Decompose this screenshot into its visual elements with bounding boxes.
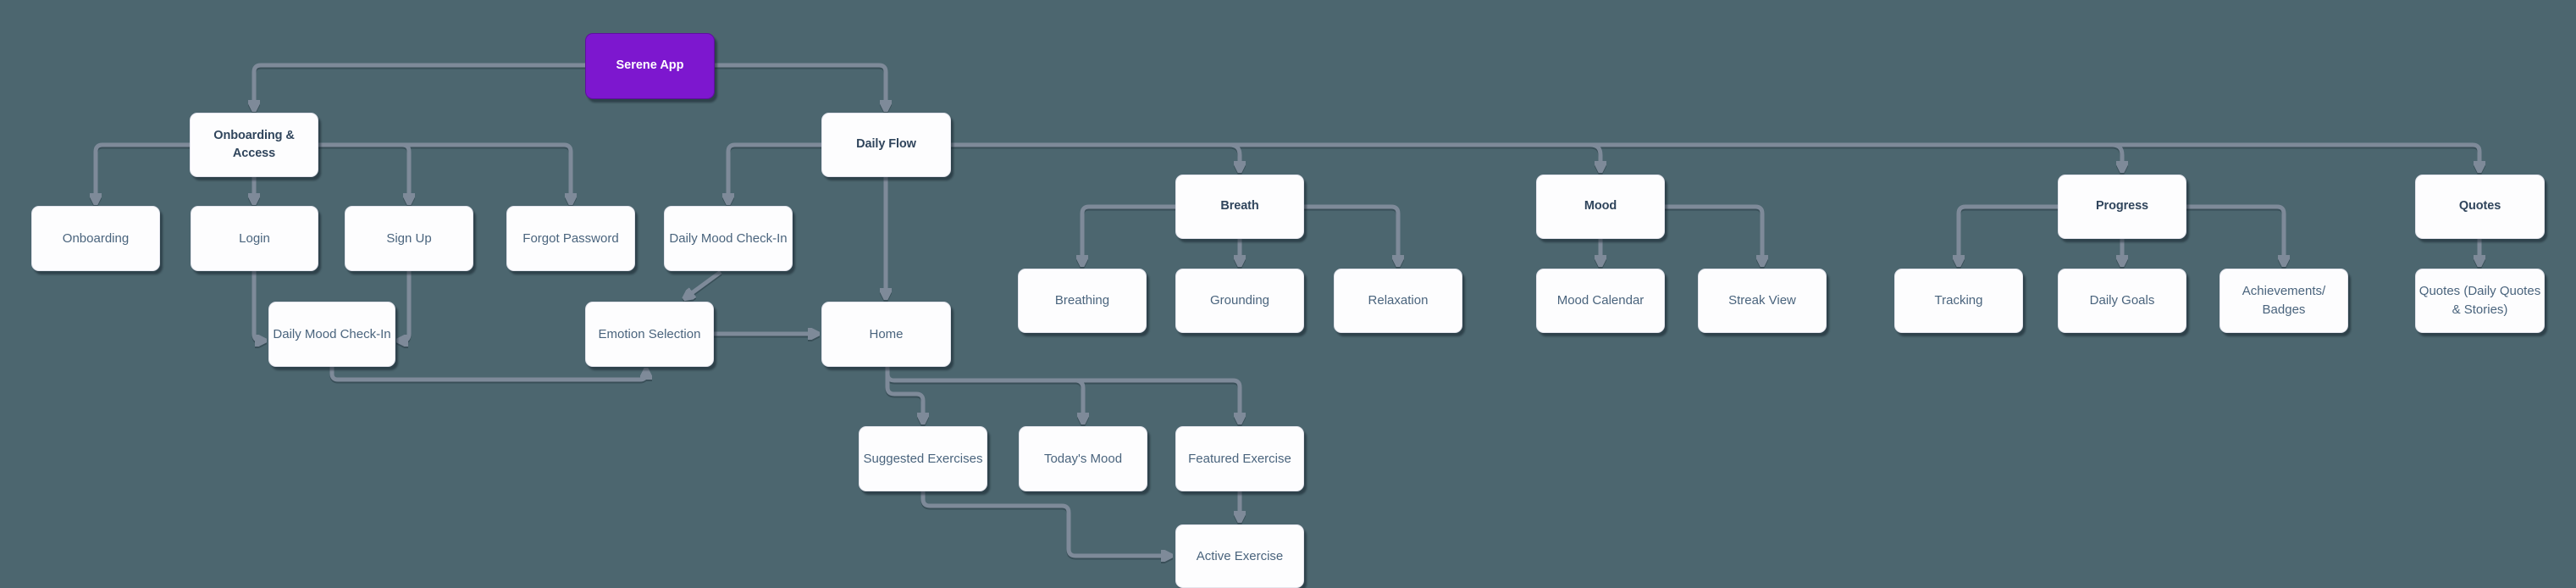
- node-quotes-daily: Quotes (Daily Quotes & Stories): [2415, 269, 2545, 333]
- edge-home--todays-mood: [1075, 378, 1083, 421]
- node-breath: Breath: [1175, 175, 1304, 239]
- node-login: Login: [191, 206, 318, 271]
- edge-onboarding-access--sign-up: [318, 142, 409, 202]
- edge-daily-flow--mood: [1589, 142, 1600, 169]
- node-mood: Mood: [1536, 175, 1665, 239]
- node-daily-mood-check-in-2: Daily Mood Check-In: [268, 302, 395, 367]
- edge-mood--streak-view: [1665, 204, 1762, 263]
- node-suggested-exercises: Suggested Exercises: [859, 426, 987, 491]
- edge-sign-up--daily-mood-check-in-2: [400, 271, 412, 341]
- node-progress: Progress: [2058, 175, 2186, 239]
- edge-home--suggested-exercises: [885, 367, 923, 421]
- node-active-exercise: Active Exercise: [1175, 524, 1304, 588]
- node-achievements-badges: Achievements/ Badges: [2219, 269, 2348, 333]
- node-daily-goals: Daily Goals: [2058, 269, 2186, 333]
- node-mood-calendar: Mood Calendar: [1536, 269, 1665, 333]
- node-todays-mood: Today's Mood: [1019, 426, 1147, 491]
- node-grounding: Grounding: [1175, 269, 1304, 333]
- node-forgot-password: Forgot Password: [506, 206, 635, 271]
- node-featured-exercise: Featured Exercise: [1175, 426, 1304, 491]
- edge-breath--breathing: [1082, 204, 1175, 263]
- node-streak-view: Streak View: [1698, 269, 1827, 333]
- edge-daily-mood-check-in-1--emotion-selection: [686, 269, 722, 297]
- node-daily-flow: Daily Flow: [821, 113, 951, 177]
- edge-progress--achievements-badges: [2186, 204, 2284, 263]
- edge-onboarding-access--forgot-password: [318, 142, 571, 202]
- edge-daily-flow--progress: [2111, 142, 2122, 169]
- node-sign-up: Sign Up: [345, 206, 473, 271]
- edge-home--featured-exercise: [885, 367, 1240, 421]
- node-relaxation: Relaxation: [1334, 269, 1462, 333]
- edge-daily-mood-check-in-2--emotion-selection: [329, 367, 646, 382]
- node-home: Home: [821, 302, 951, 367]
- node-onboarding: Onboarding: [31, 206, 160, 271]
- node-emotion-selection: Emotion Selection: [585, 302, 714, 367]
- edge-onboarding-access--onboarding: [96, 142, 190, 202]
- node-onboarding-access: Onboarding & Access: [190, 113, 318, 177]
- node-daily-mood-check-in-1: Daily Mood Check-In: [664, 206, 793, 271]
- edge-breath--relaxation: [1304, 204, 1398, 263]
- node-breathing: Breathing: [1018, 269, 1147, 333]
- edge-suggested-exercises--active-exercise: [920, 491, 1169, 556]
- node-tracking: Tracking: [1894, 269, 2023, 333]
- edge-daily-flow--breath: [1229, 142, 1240, 169]
- node-quotes: Quotes: [2415, 175, 2545, 239]
- edge-serene-app--onboarding-access: [254, 63, 585, 108]
- edge-login--daily-mood-check-in-2: [252, 271, 263, 341]
- edge-daily-flow--quotes: [951, 142, 2479, 169]
- node-serene-app: Serene App: [585, 33, 715, 99]
- edge-serene-app--daily-flow: [715, 63, 886, 108]
- edge-daily-flow--daily-mood-check-in-1: [728, 142, 821, 202]
- edge-progress--tracking: [1959, 204, 2058, 263]
